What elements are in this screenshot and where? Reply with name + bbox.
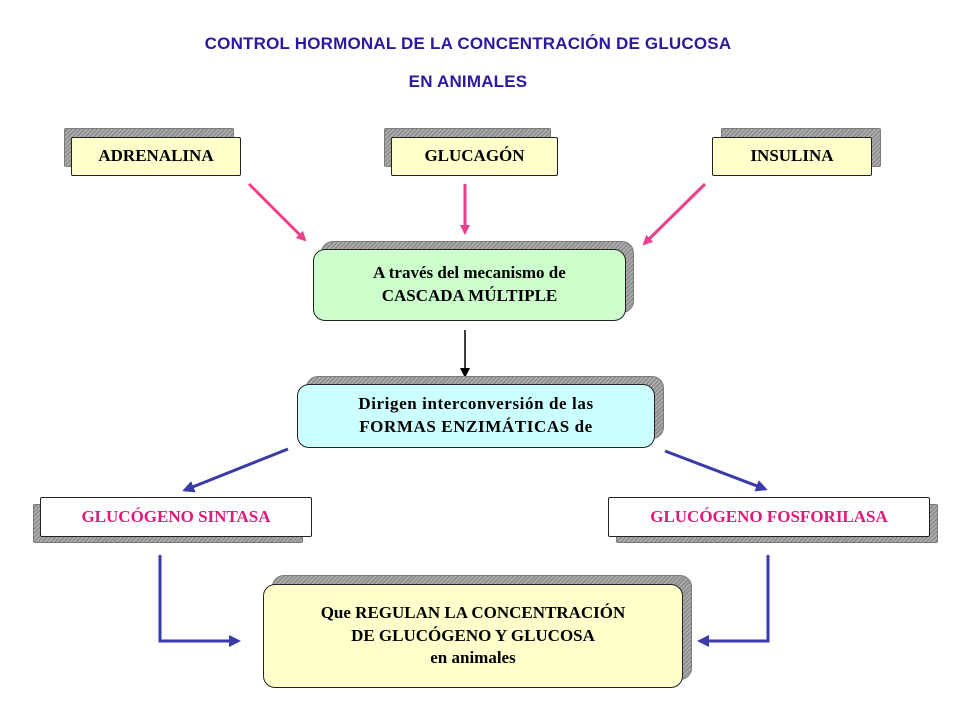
- arrow-to-glucogeno-fosforilasa: [664, 449, 768, 492]
- diagram-title: CONTROL HORMONAL DE LA CONCENTRACIÓN DE …: [204, 34, 732, 53]
- arrow-insulina-to-cascade: [642, 182, 707, 246]
- glucagon-label: GLUCAGÓN: [424, 146, 525, 166]
- diagram-subtitle: EN ANIMALES: [408, 72, 528, 91]
- arrow-sintasa-to-result: [158, 555, 241, 647]
- result-line3: en animales: [430, 648, 516, 668]
- interconversion-line2: FORMAS ENZIMÁTICAS de: [359, 417, 593, 436]
- glucogeno-fosforilasa-label: GLUCÓGENO FOSFORILASA: [650, 506, 888, 526]
- glucogeno-sintasa-box: GLUCÓGENO SINTASA: [40, 497, 312, 537]
- cascade-line1: A través del mecanismo de: [373, 263, 566, 283]
- adrenalina-label: ADRENALINA: [98, 146, 214, 166]
- adrenalina-box: ADRENALINA: [71, 137, 241, 176]
- glucogeno-sintasa-label: GLUCÓGENO SINTASA: [81, 506, 271, 526]
- glucagon-box: GLUCAGÓN: [391, 137, 558, 176]
- interconversion-line1: Dirigen interconversión de las: [358, 394, 594, 414]
- cascade-line2: CASCADA MÚLTIPLE: [381, 286, 558, 305]
- arrow-adrenalina-to-cascade: [247, 182, 307, 242]
- arrow-to-glucogeno-sintasa: [182, 447, 289, 493]
- interconversion-box: Dirigen interconversión de las FORMAS EN…: [297, 384, 655, 448]
- result-line2: DE GLUCÓGENO Y GLUCOSA: [351, 625, 595, 645]
- insulina-box: INSULINA: [712, 137, 872, 176]
- result-box: Que REGULAN LA CONCENTRACIÓN DE GLUCÓGEN…: [263, 584, 683, 688]
- insulina-label: INSULINA: [750, 146, 834, 166]
- cascade-box: A través del mecanismo de CASCADA MÚLTIP…: [313, 249, 626, 321]
- result-line1: Que REGULAN LA CONCENTRACIÓN: [320, 602, 626, 622]
- arrow-fosforilasa-to-result: [697, 555, 770, 647]
- glucogeno-fosforilasa-box: GLUCÓGENO FOSFORILASA: [608, 497, 930, 537]
